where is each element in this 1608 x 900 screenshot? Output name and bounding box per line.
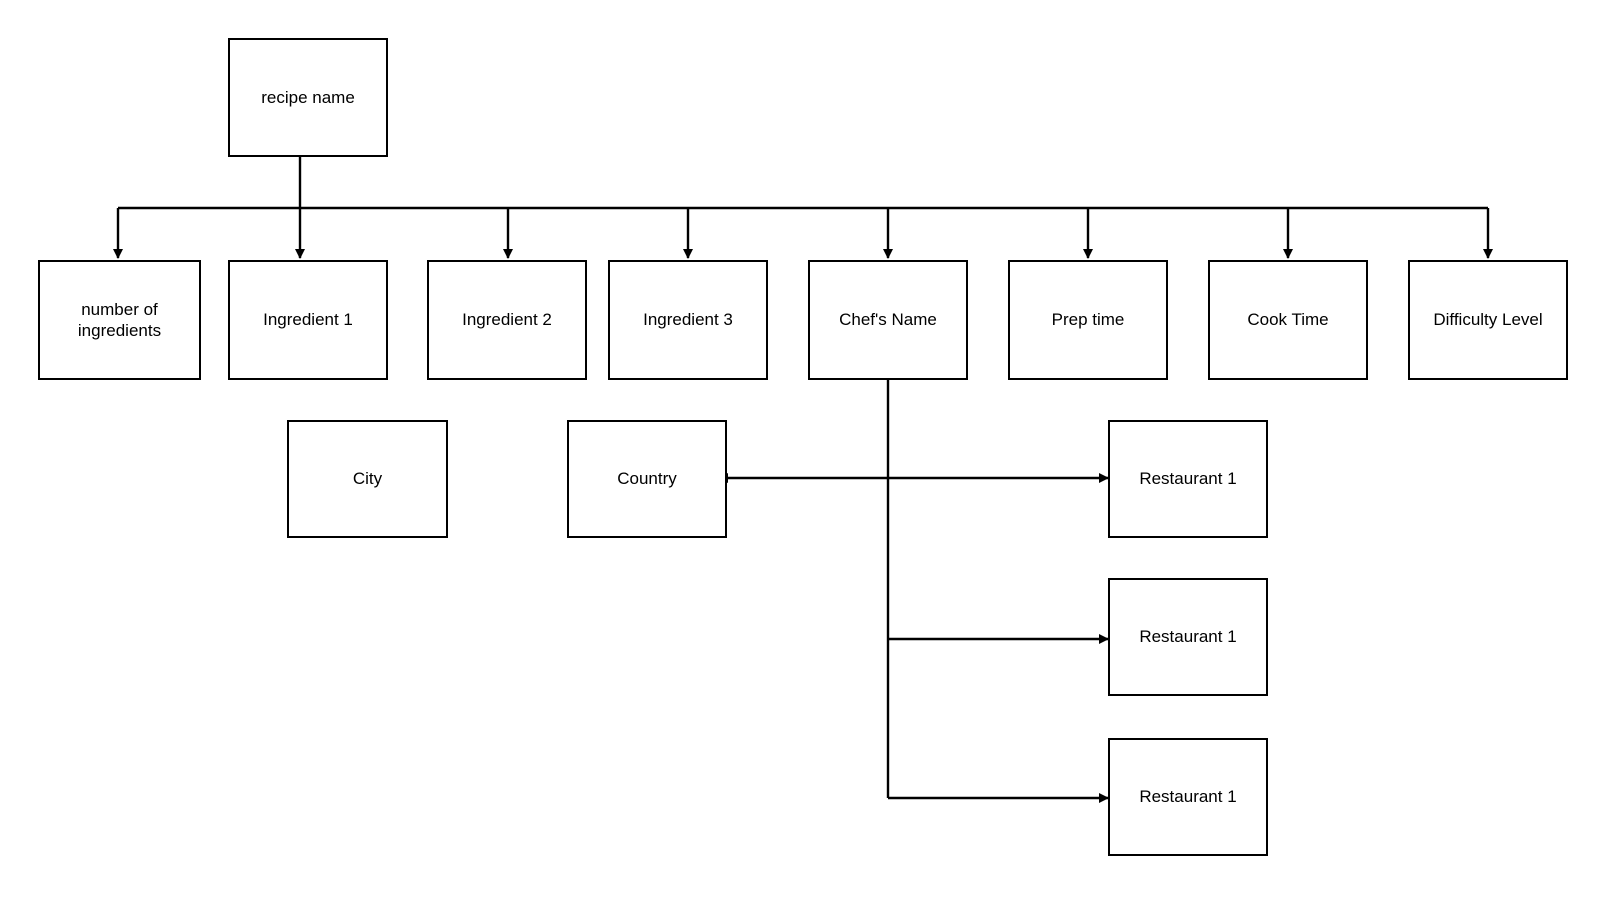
node-label: Ingredient 2 [462,310,552,330]
node-recipe-name[interactable]: recipe name [228,38,388,157]
node-label: Ingredient 3 [643,310,733,330]
root-connector-group [113,157,1493,259]
node-label: number of ingredients [77,299,162,340]
node-prep-time[interactable]: Prep time [1008,260,1168,380]
node-ingredient-1[interactable]: Ingredient 1 [228,260,388,380]
node-restaurant-1[interactable]: Restaurant 1 [1108,738,1268,856]
node-label: Restaurant 1 [1139,627,1237,647]
node-ingredient-2[interactable]: Ingredient 2 [427,260,587,380]
node-label: Difficulty Level [1433,310,1543,330]
node-label: Ingredient 1 [263,310,353,330]
node-chefs-name[interactable]: Chef's Name [808,260,968,380]
node-label: City [352,469,383,489]
node-label: Prep time [1051,310,1125,330]
node-label: recipe name [261,87,355,107]
node-difficulty-level[interactable]: Difficulty Level [1408,260,1568,380]
node-cook-time[interactable]: Cook Time [1208,260,1368,380]
node-country[interactable]: Country [567,420,727,538]
node-label: Cook Time [1247,310,1329,330]
node-label: Restaurant 1 [1139,469,1237,489]
node-label: Restaurant 1 [1139,787,1237,807]
node-restaurant-1[interactable]: Restaurant 1 [1108,420,1268,538]
node-restaurant-1[interactable]: Restaurant 1 [1108,578,1268,696]
node-label: Chef's Name [839,310,937,330]
node-number-of-ingredients[interactable]: number of ingredients [38,260,201,380]
node-label: Country [617,469,677,489]
node-ingredient-3[interactable]: Ingredient 3 [608,260,768,380]
node-city[interactable]: City [287,420,448,538]
chef-connector-group [718,380,1109,803]
